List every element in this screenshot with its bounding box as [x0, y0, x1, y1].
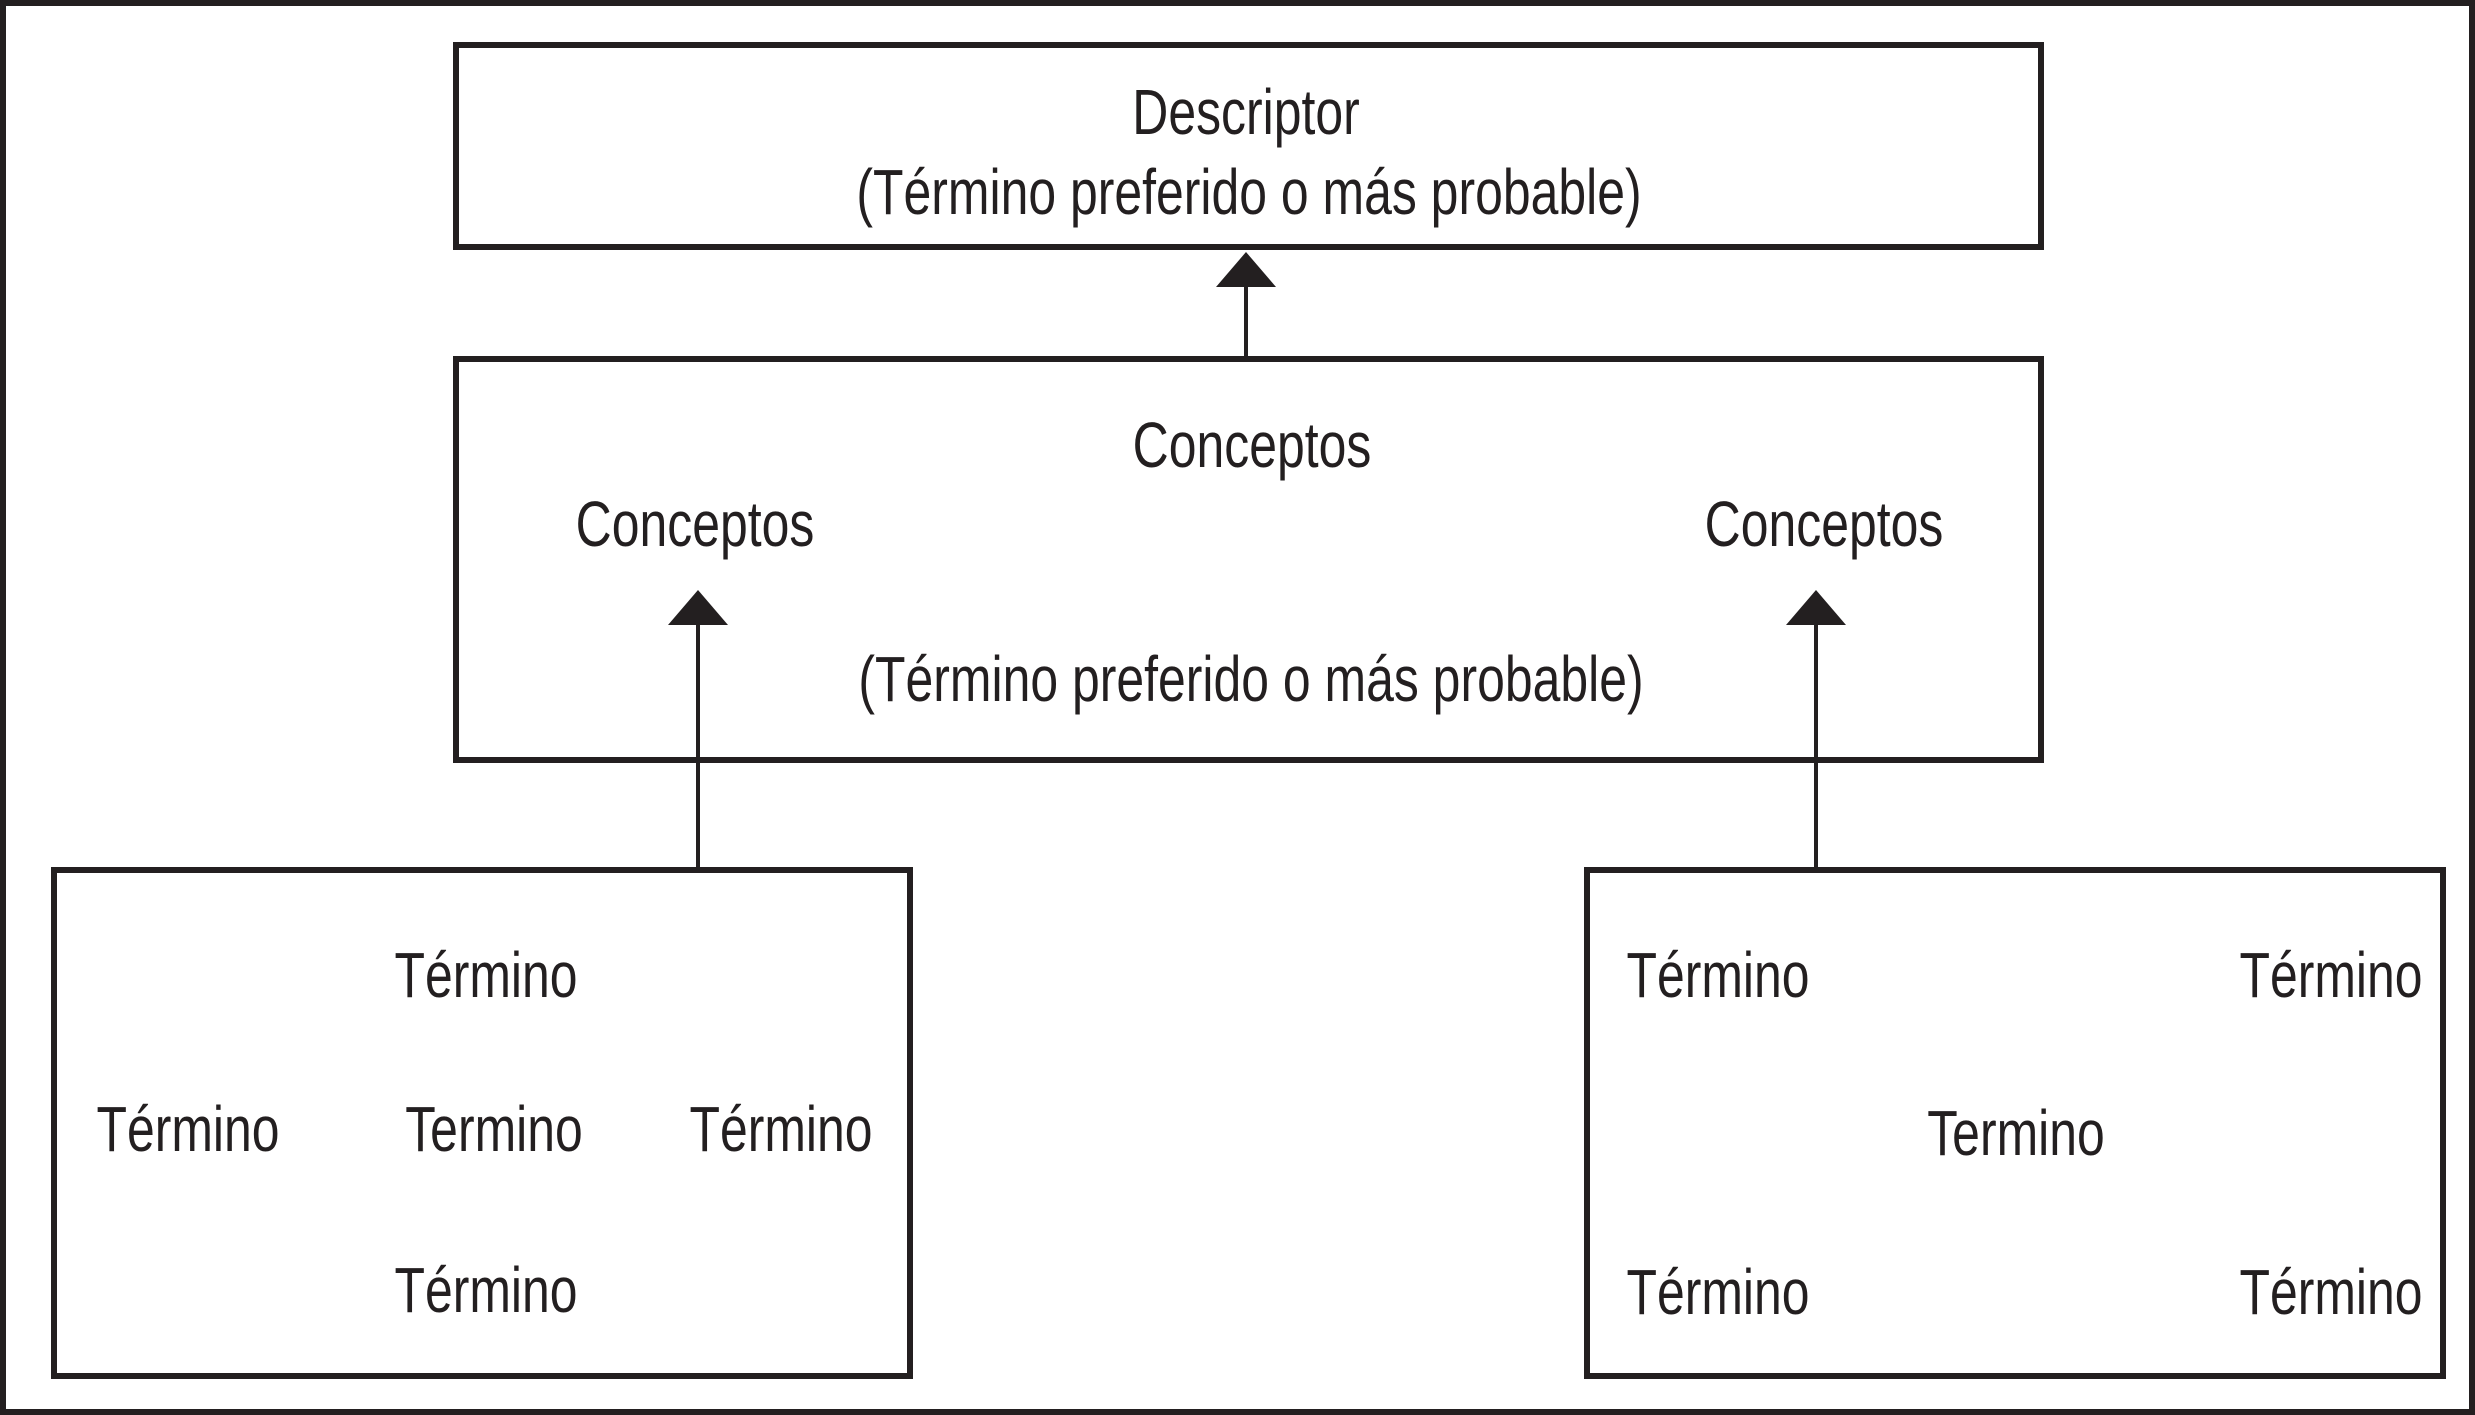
- conceptos-title: Conceptos: [1132, 409, 1372, 481]
- conceptos-left-label: Conceptos: [575, 488, 815, 560]
- termino-label: Término: [394, 1254, 578, 1326]
- terms-right-box: Término Término Termino Término Término: [1584, 867, 2446, 1379]
- termino-label: Termino: [1927, 1097, 2105, 1169]
- arrow-line: [1244, 285, 1248, 357]
- termino-label: Término: [2239, 939, 2423, 1011]
- termino-label: Término: [1626, 1256, 1810, 1328]
- descriptor-subtitle: (Término preferido o más probable): [856, 156, 1642, 228]
- descriptor-box: Descriptor (Término preferido o más prob…: [453, 42, 2044, 250]
- termino-label: Termino: [405, 1093, 583, 1165]
- conceptos-subtitle: (Término preferido o más probable): [858, 643, 1644, 715]
- termino-label: Término: [2239, 1256, 2423, 1328]
- termino-label: Término: [689, 1093, 873, 1165]
- arrow-line: [1814, 623, 1818, 867]
- termino-label: Término: [394, 939, 578, 1011]
- arrow-line: [696, 623, 700, 867]
- descriptor-title: Descriptor: [1132, 76, 1360, 148]
- termino-label: Término: [96, 1093, 280, 1165]
- conceptos-right-label: Conceptos: [1704, 488, 1944, 560]
- arrow-head: [668, 590, 728, 625]
- arrow-head: [1786, 590, 1846, 625]
- conceptos-box: Conceptos Conceptos Conceptos (Término p…: [453, 356, 2044, 763]
- arrow-head: [1216, 252, 1276, 287]
- terms-left-box: Término Término Termino Término Término: [51, 867, 913, 1379]
- termino-label: Término: [1626, 939, 1810, 1011]
